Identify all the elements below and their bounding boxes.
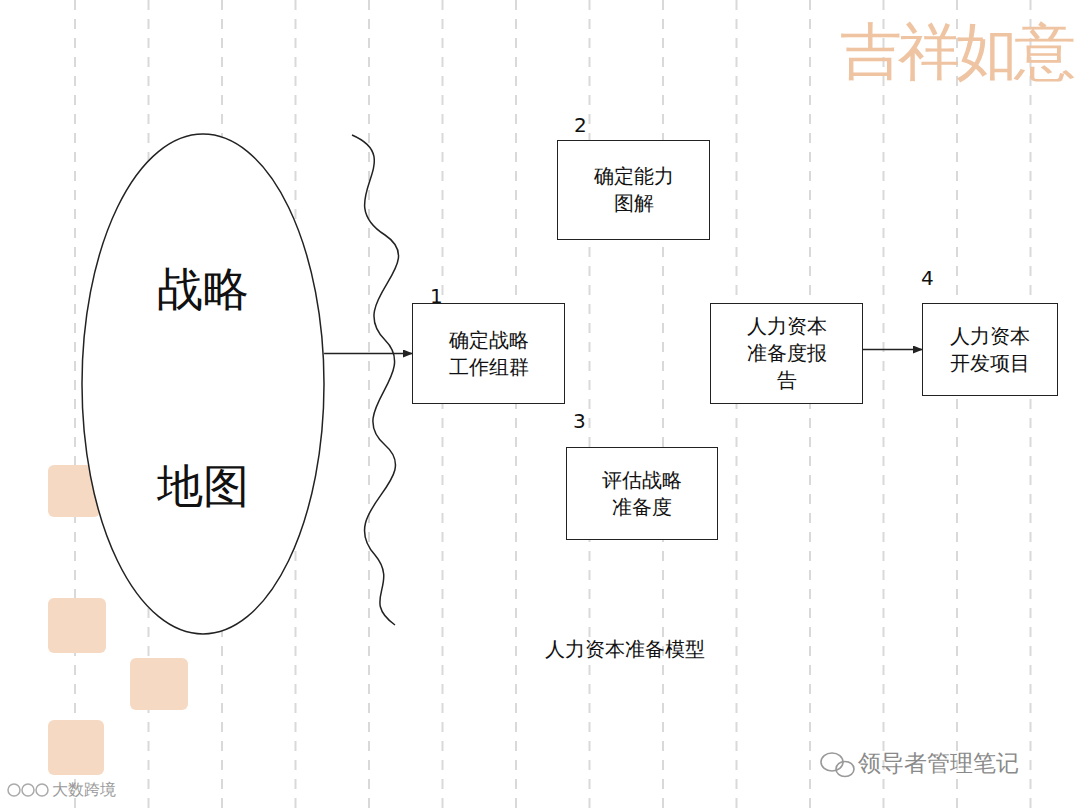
guide-dash: [809, 0, 811, 810]
guide-dash: [736, 0, 738, 810]
ellipse-outline: [81, 133, 325, 635]
guide-dash: [74, 0, 76, 810]
process-box: 确定能力 图解: [557, 140, 710, 240]
watermark: 大数跨境: [52, 780, 116, 801]
guide-dash: [1030, 0, 1032, 810]
process-box: 评估战略 准备度: [566, 447, 718, 540]
ellipse-title: 战略: [81, 266, 325, 312]
callout-number: 1: [430, 284, 443, 308]
guide-dash: [368, 0, 370, 810]
guide-dash: [883, 0, 885, 810]
guide-dash: [442, 0, 444, 810]
process-box: 确定战略 工作组群: [412, 303, 565, 404]
guide-dash: [956, 0, 958, 810]
wechat-icon: [821, 753, 854, 777]
callout-number: 3: [573, 409, 586, 433]
strategy-map-ellipse: 战略地图: [81, 133, 325, 635]
callout-number: 4: [921, 266, 934, 290]
ellipse-title: 地图: [81, 463, 325, 509]
wavy-boundary: [352, 135, 399, 625]
box-label: 人力资本 准备度报告: [743, 313, 831, 394]
process-box: 人力资本 准备度报告: [710, 303, 863, 404]
arrow-connector: [863, 349, 922, 351]
guide-dash: [662, 0, 664, 810]
guide-dash: [515, 0, 517, 810]
box-label: 评估战略 准备度: [598, 467, 686, 521]
corner-icon: [8, 784, 48, 796]
guide-dash: [589, 0, 591, 810]
process-box: 人力资本 开发项目: [922, 303, 1058, 396]
arrow-connector: [324, 353, 412, 355]
watermark: 领导者管理笔记: [858, 748, 1019, 779]
caption: 人力资本准备模型: [545, 636, 705, 663]
watermark-seal: 吉祥如意: [840, 10, 1072, 94]
box-label: 人力资本 开发项目: [946, 323, 1034, 377]
box-label: 确定能力 图解: [590, 163, 678, 217]
box-label: 确定战略 工作组群: [445, 327, 533, 381]
callout-number: 2: [574, 113, 587, 137]
